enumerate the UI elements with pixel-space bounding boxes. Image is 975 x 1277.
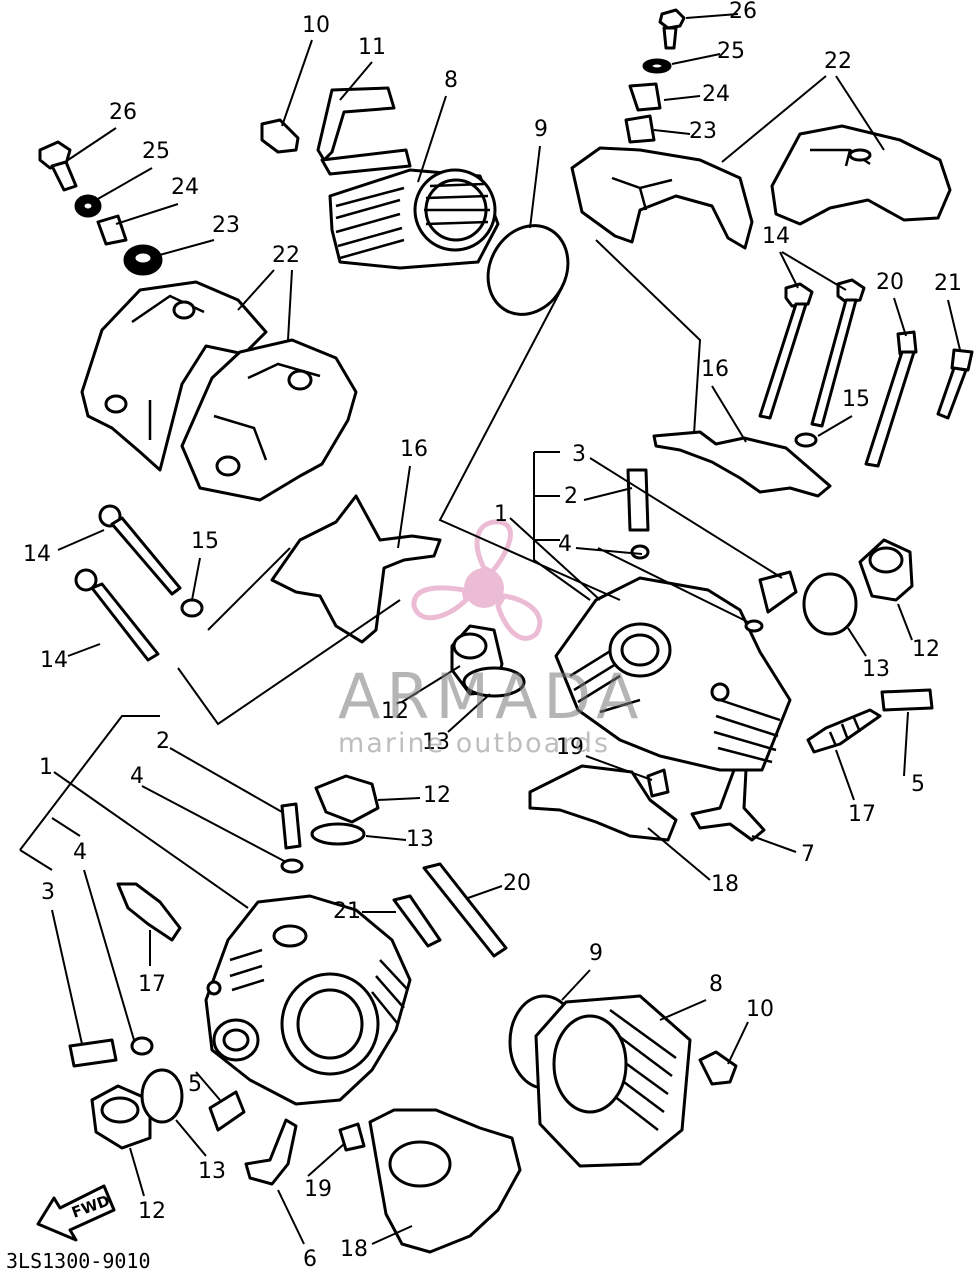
callout-c-21-lower: 21 — [333, 899, 361, 924]
callout-c-13-left: 13 — [198, 1159, 226, 1184]
callout-c-4-top: 4 — [558, 532, 572, 557]
callout-c-15-left: 15 — [191, 529, 219, 554]
callout-c-24-left: 24 — [171, 175, 199, 200]
rocker-gasket-mid — [270, 494, 442, 644]
callout-c-22-left: 22 — [272, 243, 300, 268]
callout-c-15-top: 15 — [842, 387, 870, 412]
long-bolts-left — [74, 504, 204, 662]
valve-guide-3-left — [68, 1038, 118, 1068]
callout-c-14-left-b: 14 — [40, 648, 68, 673]
cylinder-gasket-rear — [528, 764, 678, 842]
rocker-gasket-top — [652, 430, 832, 498]
callout-c-1-left: 1 — [39, 755, 53, 780]
watermark-tagline: marine outboards — [338, 728, 610, 759]
callout-c-17-right: 17 — [848, 802, 876, 827]
callout-c-13-right: 13 — [862, 657, 890, 682]
drawing-code: 3LS1300-9010 — [6, 1249, 151, 1273]
long-bolts-top-right — [758, 278, 974, 468]
callout-c-6: 6 — [303, 1247, 317, 1272]
callout-c-18-top: 18 — [711, 872, 739, 897]
gasket-bore-icon — [388, 1140, 452, 1188]
callout-c-12-mid: 12 — [381, 699, 409, 724]
callout-c-17-left: 17 — [138, 972, 166, 997]
callout-c-23-top: 23 — [689, 119, 717, 144]
exhaust-clamp-front — [260, 86, 500, 270]
callout-c-20-top: 20 — [876, 270, 904, 295]
callout-c-13-mid: 13 — [422, 730, 450, 755]
washer-15-top — [794, 432, 818, 448]
callout-c-22-top: 22 — [824, 49, 852, 74]
oil-plug-lower — [310, 774, 380, 846]
oil-plug-mid — [450, 624, 526, 698]
callout-c-26-left: 26 — [109, 100, 137, 125]
callout-c-2-top: 2 — [564, 484, 578, 509]
callout-c-9-lower: 9 — [589, 941, 603, 966]
callout-c-3-top: 3 — [572, 442, 586, 467]
callout-c-19-lower: 19 — [304, 1177, 332, 1202]
watermark-brand: ARMADA — [338, 660, 644, 733]
callout-c-3-left: 3 — [41, 880, 55, 905]
callout-c-18-lower: 18 — [340, 1237, 368, 1262]
cylinder-gasket-front — [368, 1108, 522, 1254]
forward-arrow-icon: FWD — [36, 1184, 116, 1242]
callout-c-5-right: 5 — [911, 772, 925, 797]
oil-plug-front — [90, 1068, 184, 1150]
valve-seal-19-top — [646, 768, 670, 798]
cylinder-head-cover-rear — [570, 124, 952, 250]
callout-c-24-top: 24 — [702, 82, 730, 107]
exhaust-clamp-rear — [508, 994, 738, 1168]
callout-c-13-lower: 13 — [406, 827, 434, 852]
bolt-21-lower — [392, 894, 442, 948]
callout-c-25-top: 25 — [717, 39, 745, 64]
cylinder-head-front — [204, 894, 412, 1106]
callout-c-14-left-a: 14 — [23, 542, 51, 567]
callout-c-12-right: 12 — [912, 637, 940, 662]
callout-c-1-top: 1 — [494, 502, 508, 527]
callout-c-23-left: 23 — [212, 213, 240, 238]
circlip-4-left-lower — [130, 1036, 154, 1056]
callout-c-19-top: 19 — [556, 735, 584, 760]
callout-c-4-left-a: 4 — [130, 764, 144, 789]
callout-c-11: 11 — [358, 35, 386, 60]
callout-c-4-left-b: 4 — [73, 840, 87, 865]
valve-guide-2-left — [280, 802, 302, 850]
circlip-4-left — [280, 858, 304, 874]
callout-c-16-mid: 16 — [400, 437, 428, 462]
cylinder-head-rear — [554, 468, 798, 772]
oil-pipe-rear — [690, 768, 766, 842]
valve-seal-19-lower — [338, 1122, 366, 1152]
callout-c-20-lower: 20 — [503, 871, 531, 896]
spark-plug-rear — [806, 688, 934, 754]
callout-c-5-left: 5 — [188, 1072, 202, 1097]
cylinder-head-cover-front — [80, 280, 358, 502]
callout-c-8-top: 8 — [444, 68, 458, 93]
callout-c-9-top: 9 — [534, 117, 548, 142]
callout-c-12-left: 12 — [138, 1199, 166, 1224]
callout-c-16-top: 16 — [701, 357, 729, 382]
callout-c-14-top: 14 — [762, 224, 790, 249]
callout-c-26-top: 26 — [729, 0, 757, 24]
spark-plug-front — [116, 882, 182, 942]
callout-c-8-lower: 8 — [709, 972, 723, 997]
cover-bolt-stack-front — [38, 140, 163, 276]
bolt-20-lower — [422, 862, 508, 958]
callout-c-21-top: 21 — [934, 271, 962, 296]
oil-plug-rear — [802, 538, 914, 636]
valve-guide-5-left — [208, 1090, 246, 1132]
cover-bolt-stack-rear — [624, 8, 686, 144]
oil-pipe-front — [244, 1118, 298, 1186]
armada-logo-icon — [411, 519, 543, 641]
callout-c-10-lower: 10 — [746, 997, 774, 1022]
callout-c-25-left: 25 — [142, 139, 170, 164]
leader-lines — [19, 13, 961, 1245]
callout-c-7: 7 — [801, 842, 815, 867]
callout-c-2-left: 2 — [156, 729, 170, 754]
callout-c-12-lower: 12 — [423, 783, 451, 808]
callout-c-10-top: 10 — [302, 13, 330, 38]
